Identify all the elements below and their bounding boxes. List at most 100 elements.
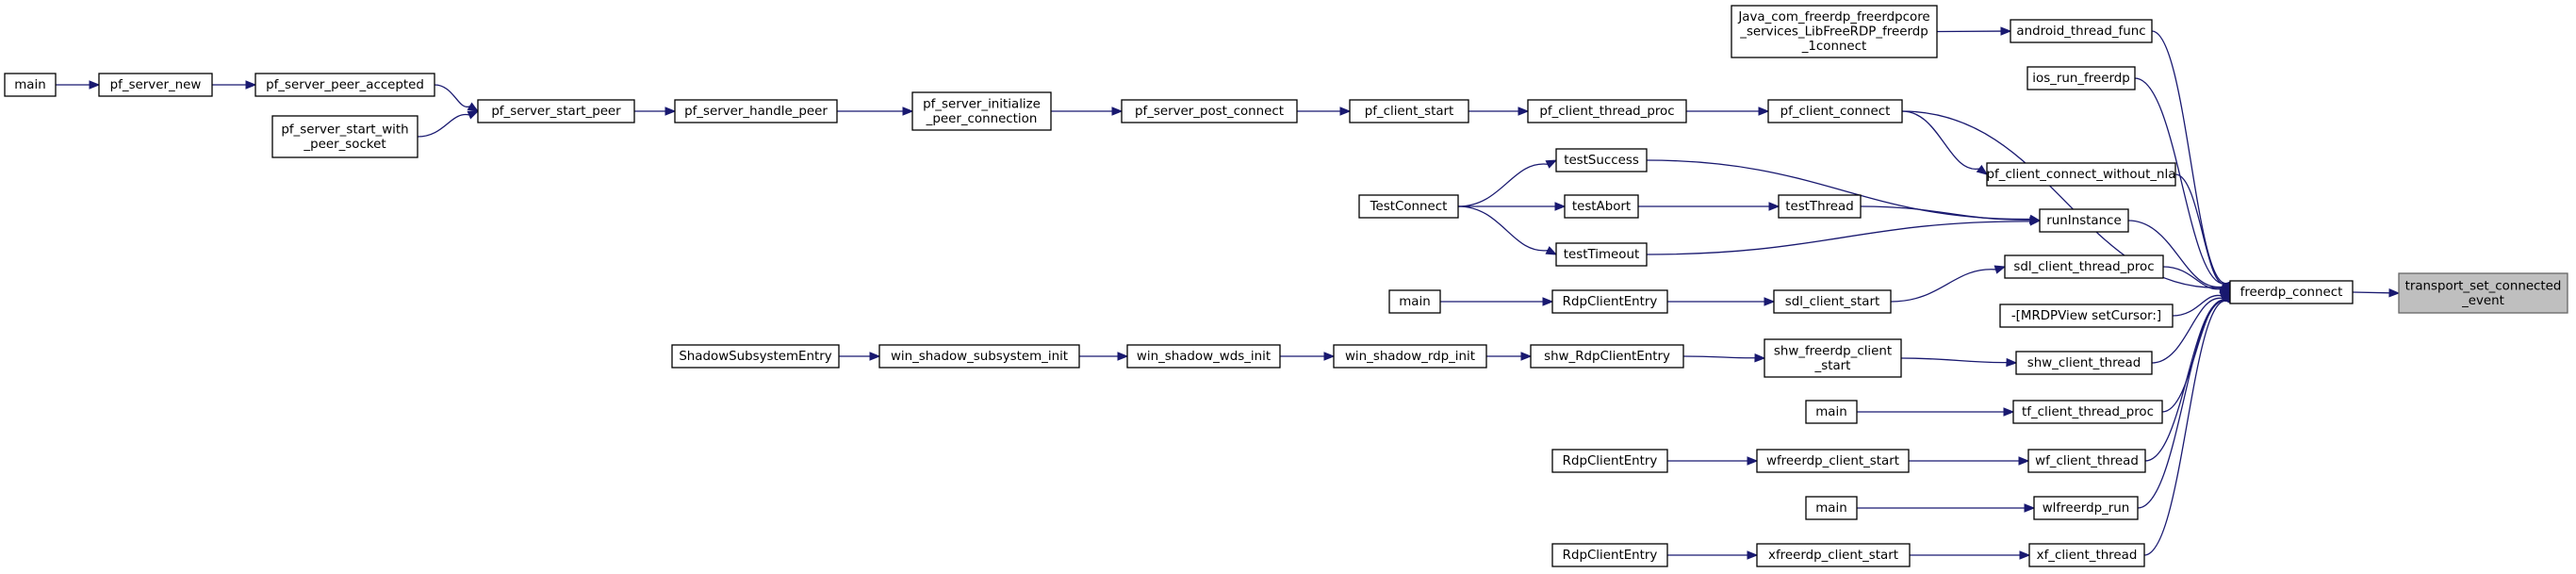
node-box[interactable]: [2033, 496, 2139, 520]
node-pf-server-start-with-peer-socket[interactable]: pf_server_start_with_peer_socket: [271, 115, 418, 158]
node-box[interactable]: [1731, 5, 1938, 58]
node-box[interactable]: [1388, 289, 1441, 314]
node-rdpcliententry-c[interactable]: RdpClientEntry: [1551, 543, 1668, 567]
arrow-head-icon: [1758, 107, 1770, 116]
arrow-head-icon: [1747, 550, 1759, 560]
node-box[interactable]: [1564, 194, 1639, 219]
node-box[interactable]: [1333, 344, 1487, 369]
node-box[interactable]: [2039, 208, 2129, 233]
node-box[interactable]: [878, 344, 1080, 369]
node-pf-server-peer-accepted[interactable]: pf_server_peer_accepted: [254, 73, 435, 97]
node-box[interactable]: [1805, 496, 1858, 520]
node-java-connect[interactable]: Java_com_freerdp_freerdpcore_services_Li…: [1731, 5, 1938, 58]
node-box[interactable]: [2026, 66, 2136, 90]
node-pf-server-start-peer[interactable]: pf_server_start_peer: [477, 99, 635, 123]
node-testthread[interactable]: testThread: [1778, 194, 1862, 219]
node-box[interactable]: [1358, 194, 1459, 219]
edge-line: [2174, 173, 2227, 285]
node-box[interactable]: [1551, 543, 1668, 567]
node-runinstance[interactable]: runInstance: [2039, 208, 2129, 233]
node-pf-client-connect[interactable]: pf_client_connect: [1767, 99, 1903, 123]
node-box[interactable]: [1773, 289, 1892, 314]
node-box[interactable]: [2028, 543, 2145, 567]
node-box[interactable]: [1551, 289, 1668, 314]
node-testabort[interactable]: testAbort: [1564, 194, 1639, 219]
node-shw-rdpcliententry[interactable]: shw_RdpClientEntry: [1530, 344, 1684, 369]
node-box[interactable]: [254, 73, 435, 97]
node-box[interactable]: [1764, 338, 1902, 378]
node-box[interactable]: [1126, 344, 1281, 369]
node-shw-client-thread[interactable]: shw_client_thread: [2015, 351, 2153, 375]
node-win-shadow-wds-init[interactable]: win_shadow_wds_init: [1126, 344, 1281, 369]
node-wlfreerdp-run[interactable]: wlfreerdp_run: [2033, 496, 2139, 520]
node-box[interactable]: [477, 99, 635, 123]
node-box[interactable]: [2012, 400, 2163, 424]
node-sdl-client-thread-proc[interactable]: sdl_client_thread_proc: [2004, 254, 2164, 279]
node-pf-client-connect-without-nla[interactable]: pf_client_connect_without_nla: [1986, 162, 2176, 187]
node-shw-freerdp-client-start[interactable]: shw_freerdp_client_start: [1764, 338, 1902, 378]
node-testsuccess[interactable]: testSuccess: [1555, 148, 1648, 172]
node-rdpcliententry-b[interactable]: RdpClientEntry: [1551, 449, 1668, 473]
arrow-head-icon: [1542, 297, 1554, 306]
node-box[interactable]: [2010, 19, 2153, 43]
node-android-thread-func[interactable]: android_thread_func: [2010, 19, 2153, 43]
node-win-shadow-rdp-init[interactable]: win_shadow_rdp_init: [1333, 344, 1487, 369]
node-shadowsubsystementry[interactable]: ShadowSubsystemEntry: [671, 344, 840, 369]
node-box[interactable]: [911, 91, 1052, 131]
node-box[interactable]: [1767, 99, 1903, 123]
node-box[interactable]: [1555, 242, 1648, 267]
edge-line: [2144, 300, 2226, 462]
node-rdpcliententry-a[interactable]: RdpClientEntry: [1551, 289, 1668, 314]
node-box[interactable]: [1551, 449, 1668, 473]
node-box[interactable]: [1555, 148, 1648, 172]
edge-win-shadow-subsystem-init-to-win-shadow-wds-init: [1079, 352, 1129, 361]
node-main-a[interactable]: main: [4, 73, 57, 97]
node-sdl-client-start[interactable]: sdl_client_start: [1773, 289, 1892, 314]
node-box[interactable]: [2015, 351, 2153, 375]
node-win-shadow-subsystem-init[interactable]: win_shadow_subsystem_init: [878, 344, 1080, 369]
node-xf-client-thread[interactable]: xf_client_thread: [2028, 543, 2145, 567]
node-main-d[interactable]: main: [1805, 496, 1858, 520]
arrow-head-icon: [2029, 217, 2042, 226]
edge-line: [1860, 205, 2031, 221]
node-freerdp-connect[interactable]: freerdp_connect: [2229, 280, 2354, 304]
node-box[interactable]: [1756, 543, 1911, 567]
node-box[interactable]: [1999, 303, 2174, 328]
node-box[interactable]: [4, 73, 57, 97]
node-box[interactable]: [1986, 162, 2176, 187]
edge-line: [1900, 357, 2008, 364]
edge-testconnect-to-testsuccess: [1457, 159, 1558, 207]
node-wf-client-thread[interactable]: wf_client_thread: [2027, 449, 2146, 473]
node-box[interactable]: [2004, 254, 2164, 279]
node-pf-server-initialize-peer-connection[interactable]: pf_server_initialize_peer_connection: [911, 91, 1052, 131]
node-mrdpview-setcursor[interactable]: -[MRDPView setCursor:]: [1999, 303, 2174, 328]
node-pf-server-post-connect[interactable]: pf_server_post_connect: [1121, 99, 1298, 123]
node-box[interactable]: [674, 99, 838, 123]
node-pf-client-start[interactable]: pf_client_start: [1349, 99, 1469, 123]
edge-pf-server-peer-accepted-to-pf-server-start-peer: [434, 84, 480, 112]
node-tf-client-thread-proc[interactable]: tf_client_thread_proc: [2012, 400, 2163, 424]
node-testtimeout[interactable]: testTimeout: [1555, 242, 1648, 267]
node-box[interactable]: [2027, 449, 2146, 473]
node-box[interactable]: [1530, 344, 1684, 369]
node-main-c[interactable]: main: [1805, 400, 1858, 424]
node-box[interactable]: [671, 344, 840, 369]
arrow-head-icon: [2388, 288, 2401, 298]
node-box[interactable]: [1756, 449, 1910, 473]
node-main-b[interactable]: main: [1388, 289, 1441, 314]
node-pf-client-thread-proc[interactable]: pf_client_thread_proc: [1527, 99, 1687, 123]
node-pf-server-new[interactable]: pf_server_new: [98, 73, 213, 97]
node-box[interactable]: [1805, 400, 1858, 424]
node-pf-server-handle-peer[interactable]: pf_server_handle_peer: [674, 99, 838, 123]
node-xfreerdp-client-start[interactable]: xfreerdp_client_start: [1756, 543, 1911, 567]
node-box[interactable]: [1778, 194, 1862, 219]
node-box[interactable]: [2229, 280, 2354, 304]
node-ios-run-freerdp[interactable]: ios_run_freerdp: [2026, 66, 2136, 90]
node-wfreerdp-client-start[interactable]: wfreerdp_client_start: [1756, 449, 1910, 473]
node-box[interactable]: [98, 73, 213, 97]
node-box[interactable]: [1527, 99, 1687, 123]
node-box[interactable]: [1349, 99, 1469, 123]
node-testconnect[interactable]: TestConnect: [1358, 194, 1459, 219]
node-box[interactable]: [1121, 99, 1298, 123]
node-box[interactable]: [271, 115, 418, 158]
